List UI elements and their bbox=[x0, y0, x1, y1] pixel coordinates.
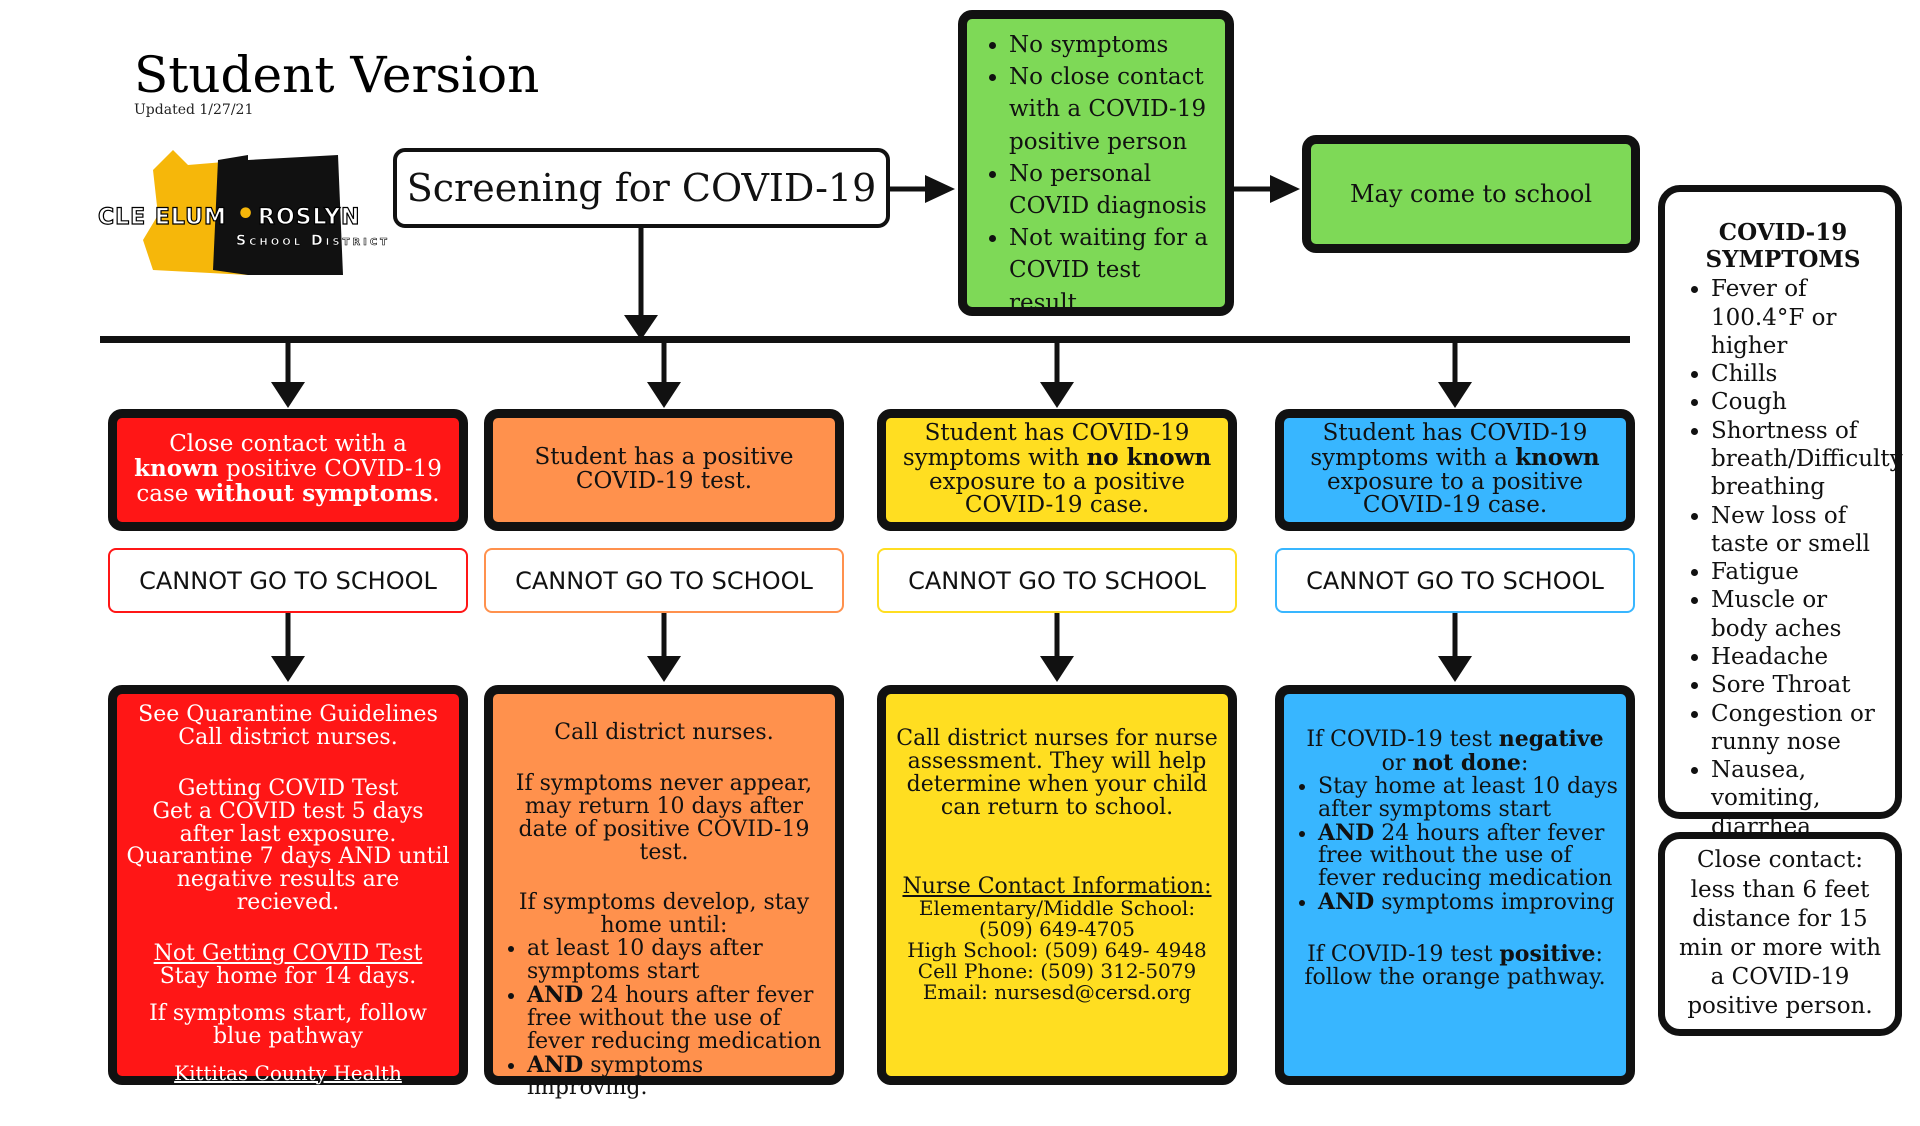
cannot-go-red: CANNOT GO TO SCHOOL bbox=[108, 548, 468, 613]
clear-criteria-list: No symptoms No close contact with a COVI… bbox=[983, 29, 1215, 319]
list-item: AND symptoms improving bbox=[1318, 891, 1618, 915]
symptom-item: Sore Throat bbox=[1711, 671, 1889, 699]
list-item: AND symptoms improving. bbox=[527, 1053, 827, 1101]
logo-text-cle-elum: CLE ELUM bbox=[97, 204, 227, 230]
symptom-item: New loss of taste or smell bbox=[1711, 502, 1889, 559]
list-item: AND 24 hours after fever free without th… bbox=[527, 983, 827, 1054]
logo-dot: • bbox=[236, 197, 257, 232]
may-come-to-school-box: May come to school bbox=[1302, 135, 1640, 253]
flow-arrows bbox=[271, 175, 1472, 682]
cannot-go-orange: CANNOT GO TO SCHOOL bbox=[484, 548, 844, 613]
symptom-item: Muscle or body aches bbox=[1711, 586, 1889, 643]
cond-close-contact-text: Close contact with a known positive COVI… bbox=[134, 431, 442, 507]
screening-label: Screening for COVID-19 bbox=[406, 166, 877, 210]
screening-box: Screening for COVID-19 bbox=[393, 148, 890, 228]
district-logo: CLE ELUM • ROSLYN School District bbox=[97, 145, 398, 285]
nurse-contact-line: (509) 649-4705 bbox=[979, 917, 1135, 942]
washington-state-logo-icon bbox=[143, 150, 343, 275]
updated-date: Updated 1/27/21 bbox=[134, 102, 254, 118]
list-item: AND 24 hours after fever free without th… bbox=[1318, 821, 1618, 892]
detail-red: See Quarantine Guidelines Call district … bbox=[108, 685, 468, 1124]
arrowhead bbox=[925, 175, 955, 203]
cond-close-contact: Close contact with a known positive COVI… bbox=[108, 409, 468, 531]
cond-symptoms-no-exposure: Student has COVID-19 symptoms with no kn… bbox=[877, 409, 1237, 531]
detail-red-line: See Quarantine Guidelines bbox=[138, 702, 438, 727]
criteria-item: No personal COVID diagnosis bbox=[1009, 158, 1215, 222]
symptoms-panel: COVID-19 SYMPTOMS Fever of 100.4°F or hi… bbox=[1658, 185, 1903, 840]
branch-line bbox=[100, 336, 1630, 343]
symptom-item: Cough bbox=[1711, 388, 1889, 416]
detail-blue-line: If COVID-19 test negative or not done: bbox=[1306, 726, 1604, 776]
symptom-item: Fever of 100.4°F or higher bbox=[1711, 275, 1889, 360]
nurse-email[interactable]: Email: nursesd@cersd.org bbox=[922, 979, 1192, 1004]
detail-yellow-line: Call district nurses for nurse assessmen… bbox=[896, 726, 1218, 820]
detail-yellow: Call district nurses for nurse assessmen… bbox=[877, 685, 1237, 1085]
detail-red-line: Stay home for 14 days. bbox=[159, 963, 417, 989]
close-contact-definition: Close contact: less than 6 feet distance… bbox=[1658, 832, 1902, 1036]
detail-red-heading: Not Getting COVID Test bbox=[153, 941, 423, 966]
arrowhead bbox=[1270, 175, 1300, 203]
criteria-item: Not waiting for a COVID test result bbox=[1009, 222, 1215, 319]
cond-positive-test: Student has a positive COVID-19 test. bbox=[484, 409, 844, 531]
nurse-contact-line: Cell Phone: (509) 312-5079 bbox=[917, 958, 1197, 983]
cond-symptoms-known-exposure: Student has COVID-19 symptoms with a kno… bbox=[1275, 409, 1635, 531]
logo-text-school-district: School District bbox=[236, 233, 390, 250]
cond-symptoms-known-exposure-text: Student has COVID-19 symptoms with a kno… bbox=[1310, 419, 1600, 519]
cond-positive-test-text: Student has a positive COVID-19 test. bbox=[534, 444, 794, 494]
nurse-contact-heading: Nurse Contact Information: bbox=[902, 873, 1212, 899]
page-title: Student Version bbox=[134, 46, 540, 104]
symptom-item: Headache bbox=[1711, 643, 1889, 671]
arrowhead bbox=[624, 315, 658, 340]
detail-red-line: Call district nurses. bbox=[178, 724, 398, 750]
clear-criteria-box: No symptoms No close contact with a COVI… bbox=[958, 10, 1234, 316]
criteria-item: No close contact with a COVID-19 positiv… bbox=[1009, 61, 1215, 158]
logo-text-roslyn: ROSLYN bbox=[257, 204, 361, 230]
detail-red-line: Get a COVID test 5 days after last expos… bbox=[126, 798, 450, 916]
detail-red-heading: Getting COVID Test bbox=[177, 775, 399, 801]
symptom-item: Chills bbox=[1711, 360, 1889, 388]
detail-orange: Call district nurses. If symptoms never … bbox=[484, 685, 844, 1099]
detail-orange-line: If symptoms never appear, may return 10 … bbox=[515, 770, 813, 865]
health-dept-link[interactable]: Kittitas County Health Department: bbox=[174, 1060, 402, 1106]
nurse-contact-line: Elementary/Middle School: bbox=[918, 896, 1196, 921]
symptom-item: Fatigue bbox=[1711, 558, 1889, 586]
cannot-go-blue: CANNOT GO TO SCHOOL bbox=[1275, 548, 1635, 613]
detail-orange-list: at least 10 days after symptoms start AN… bbox=[501, 937, 827, 1101]
detail-blue: If COVID-19 test negative or not done: S… bbox=[1275, 685, 1635, 1085]
symptom-item: Congestion or runny nose bbox=[1711, 700, 1889, 757]
health-dept-phone: Phone: (509) 962-7515 bbox=[171, 1102, 405, 1126]
symptoms-title: COVID-19 SYMPTOMS bbox=[1705, 219, 1861, 273]
list-item: at least 10 days after symptoms start bbox=[527, 937, 827, 984]
detail-blue-list: Stay home at least 10 days after symptom… bbox=[1292, 775, 1618, 915]
cond-symptoms-no-exposure-text: Student has COVID-19 symptoms with no kn… bbox=[902, 419, 1212, 519]
list-item: Stay home at least 10 days after symptom… bbox=[1318, 775, 1618, 822]
detail-blue-line: follow the orange pathway. bbox=[1304, 964, 1606, 990]
criteria-item: No symptoms bbox=[1009, 29, 1215, 61]
cannot-go-yellow: CANNOT GO TO SCHOOL bbox=[877, 548, 1237, 613]
symptom-item: Shortness of breath/Difficulty breathing bbox=[1711, 417, 1903, 502]
close-contact-text: Close contact: less than 6 feet distance… bbox=[1678, 847, 1882, 1020]
symptom-item: Nausea, vomiting, diarrhea bbox=[1711, 756, 1889, 841]
detail-orange-line: Call district nurses. bbox=[554, 720, 774, 745]
may-come-label: May come to school bbox=[1349, 180, 1593, 208]
detail-red-line: If symptoms start, follow blue pathway bbox=[149, 1000, 427, 1049]
detail-orange-line: If symptoms develop, stay home until: bbox=[518, 890, 810, 939]
detail-blue-line: If COVID-19 test positive: bbox=[1307, 941, 1603, 967]
symptoms-list: Fever of 100.4°F or higher Chills Cough … bbox=[1677, 275, 1903, 841]
nurse-contact-line: High School: (509) 649- 4948 bbox=[907, 937, 1207, 962]
